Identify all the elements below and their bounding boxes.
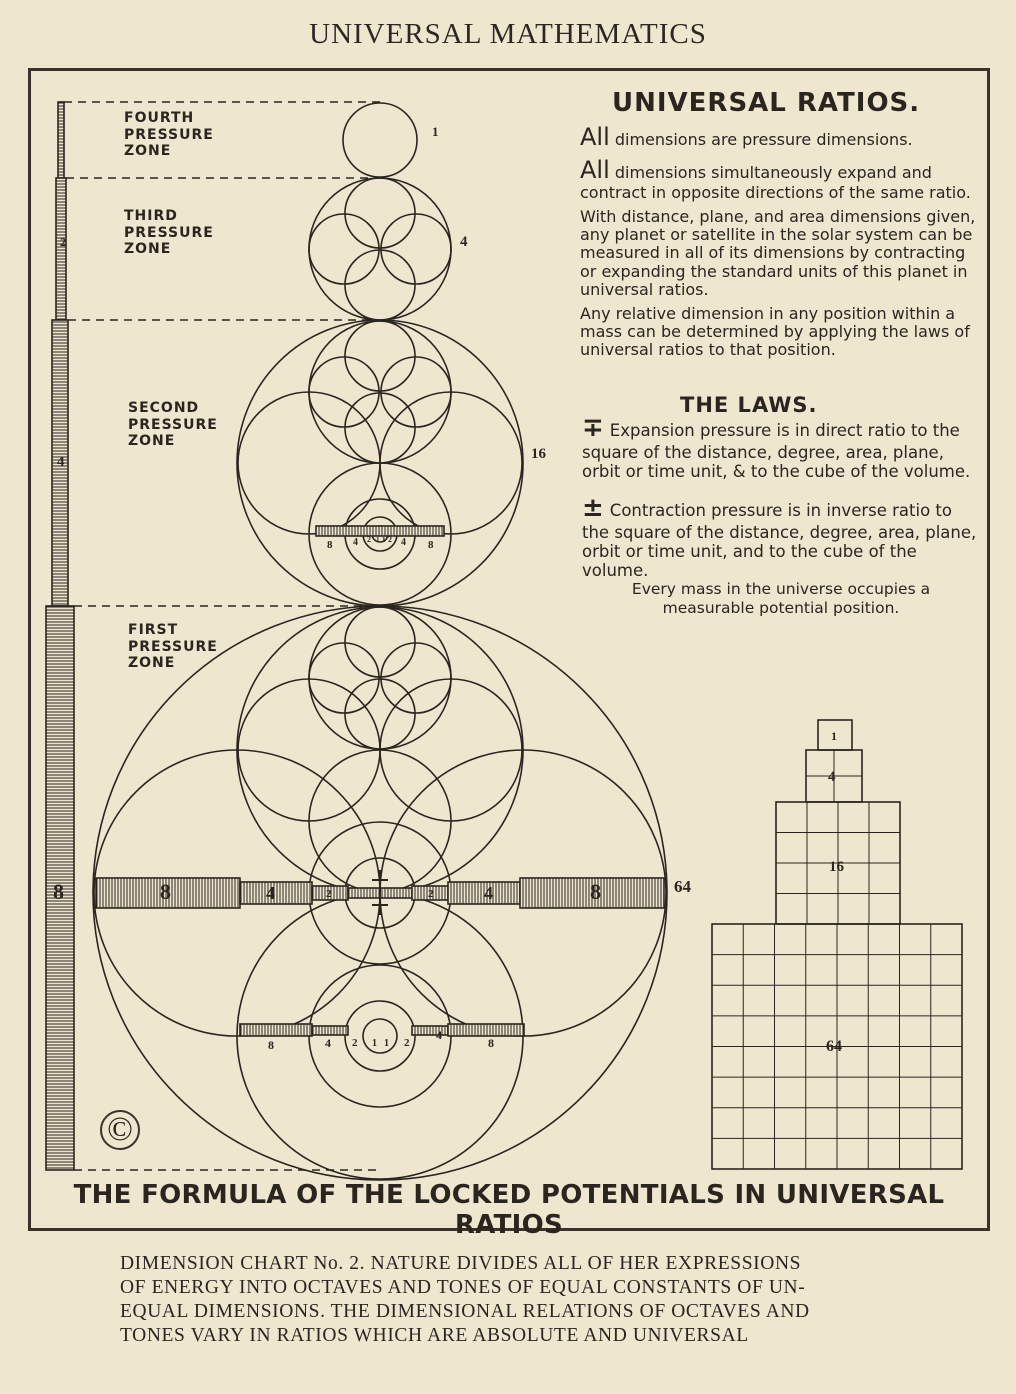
bar-lower-8-right: 8 bbox=[488, 1036, 494, 1050]
scale-segment-8 bbox=[45, 605, 75, 1171]
ratio-line-4: Any relative dimension in any position w… bbox=[580, 303, 970, 359]
scale-segment-2 bbox=[55, 177, 67, 321]
ratio-line-1: All dimensions are pressure dimensions. bbox=[580, 123, 980, 151]
vertical-scale-8-label: 8 bbox=[53, 879, 64, 904]
caption-line-1: DIMENSION CHART No. 2. NATURE DIVIDES AL… bbox=[120, 1253, 802, 1274]
bar-lower-8-left: 8 bbox=[268, 1038, 274, 1052]
universal-ratios-title: UNIVERSAL RATIOS. bbox=[612, 88, 921, 118]
bar-first-2-left: 2 bbox=[326, 888, 332, 900]
scale-bar-lower bbox=[239, 1023, 313, 1037]
caption-line-2: OF ENERGY INTO OCTAVES AND TONES OF EQUA… bbox=[120, 1276, 806, 1298]
grid-label-4: 4 bbox=[828, 769, 836, 785]
grid-label-16: 16 bbox=[829, 859, 845, 875]
law-contraction-text: Contraction pressure is in inverse ratio… bbox=[582, 501, 977, 580]
bar-first-4-left: 4 bbox=[266, 883, 275, 903]
bar-lower-1-right: 1 bbox=[384, 1038, 389, 1049]
bar-lower-2-right: 2 bbox=[404, 1037, 410, 1049]
law-expansion: ∓Expansion pressure is in direct ratio t… bbox=[582, 413, 982, 482]
bar-second-4-left: 4 bbox=[353, 537, 358, 548]
zone-label-third: THIRD PRESSURE ZONE bbox=[124, 208, 214, 258]
law-expansion-symbol: ∓ bbox=[582, 413, 604, 443]
bar-second-1-right: 1 bbox=[382, 536, 386, 544]
copyright-icon: © bbox=[100, 1110, 140, 1150]
vertical-scale-4-label: 4 bbox=[57, 454, 65, 470]
page-header: UNIVERSAL MATHEMATICS bbox=[309, 18, 707, 50]
bar-first-2-right: 2 bbox=[428, 888, 434, 900]
zone-label-second: SECOND PRESSURE ZONE bbox=[128, 400, 218, 450]
bar-second-2-right: 2 bbox=[388, 535, 392, 544]
scale-segment-1 bbox=[57, 101, 65, 179]
chart-formula-title: THE FORMULA OF THE LOCKED POTENTIALS IN … bbox=[73, 1180, 945, 1240]
laws-title: THE LAWS. bbox=[680, 393, 818, 417]
circle-unit-4 bbox=[308, 177, 452, 321]
bar-first-4-right: 4 bbox=[484, 883, 493, 903]
chart-frame bbox=[28, 68, 990, 1231]
bar-lower-1-left: 1 bbox=[372, 1038, 377, 1049]
circle-1-label: 1 bbox=[432, 124, 439, 139]
ratio-line-3: With distance, plane, and area dimension… bbox=[580, 207, 976, 299]
bar-lower-4-right: 4 bbox=[436, 1028, 442, 1042]
circle-unit-64 bbox=[92, 605, 668, 1181]
zone-label-first: FIRST PRESSURE ZONE bbox=[128, 622, 218, 672]
chart-caption: DIMENSION CHART No. 2. NATURE DIVIDES AL… bbox=[120, 1252, 900, 1348]
scale-bar-second bbox=[315, 525, 445, 537]
bar-second-4-right: 4 bbox=[401, 537, 406, 548]
circle-16-label: 16 bbox=[531, 446, 547, 462]
ratio-line-2: All dimensions simultaneously expand and… bbox=[580, 157, 980, 202]
grid-label-1: 1 bbox=[831, 729, 837, 743]
law-contraction-symbol: ± bbox=[582, 493, 604, 523]
closing-statement: Every mass in the universe occupies a me… bbox=[631, 580, 931, 617]
ratio-line-2-cap: All bbox=[580, 156, 610, 185]
law-expansion-text: Expansion pressure is in direct ratio to… bbox=[582, 421, 971, 481]
law-contraction: ±Contraction pressure is in inverse rati… bbox=[582, 493, 982, 581]
bar-second-1-left: 1 bbox=[376, 536, 380, 544]
bar-second-2-left: 2 bbox=[367, 535, 371, 544]
universal-ratios-body: All dimensions are pressure dimensions. … bbox=[580, 123, 980, 365]
vertical-scale-2-label: 2 bbox=[60, 235, 66, 249]
caption-line-4: TONES VARY IN RATIOS WHICH ARE ABSOLUTE … bbox=[120, 1324, 749, 1346]
ratio-line-2-text: dimensions simultaneously expand and con… bbox=[580, 163, 971, 203]
bar-first-8-left: 8 bbox=[160, 879, 171, 904]
zone-label-fourth: FOURTH PRESSURE ZONE bbox=[124, 110, 214, 160]
bar-lower-2-left: 2 bbox=[352, 1037, 358, 1049]
grid-label-64: 64 bbox=[826, 1038, 842, 1055]
circle-4-label: 4 bbox=[460, 234, 468, 250]
bar-first-8-right: 8 bbox=[590, 879, 601, 904]
ratio-line-1-text: dimensions are pressure dimensions. bbox=[609, 130, 913, 149]
bar-lower-4-left: 4 bbox=[325, 1036, 331, 1050]
caption-line-3: EQUAL DIMENSIONS. THE DIMENSIONAL RELATI… bbox=[120, 1300, 810, 1322]
scale-bar-first-right-8 bbox=[519, 877, 665, 909]
ratio-line-1-cap: All bbox=[580, 123, 610, 151]
circle-64-label: 64 bbox=[674, 877, 692, 896]
circle-unit-1 bbox=[342, 102, 418, 178]
bar-second-8-left: 8 bbox=[327, 539, 333, 551]
bar-second-8-right: 8 bbox=[428, 539, 434, 551]
